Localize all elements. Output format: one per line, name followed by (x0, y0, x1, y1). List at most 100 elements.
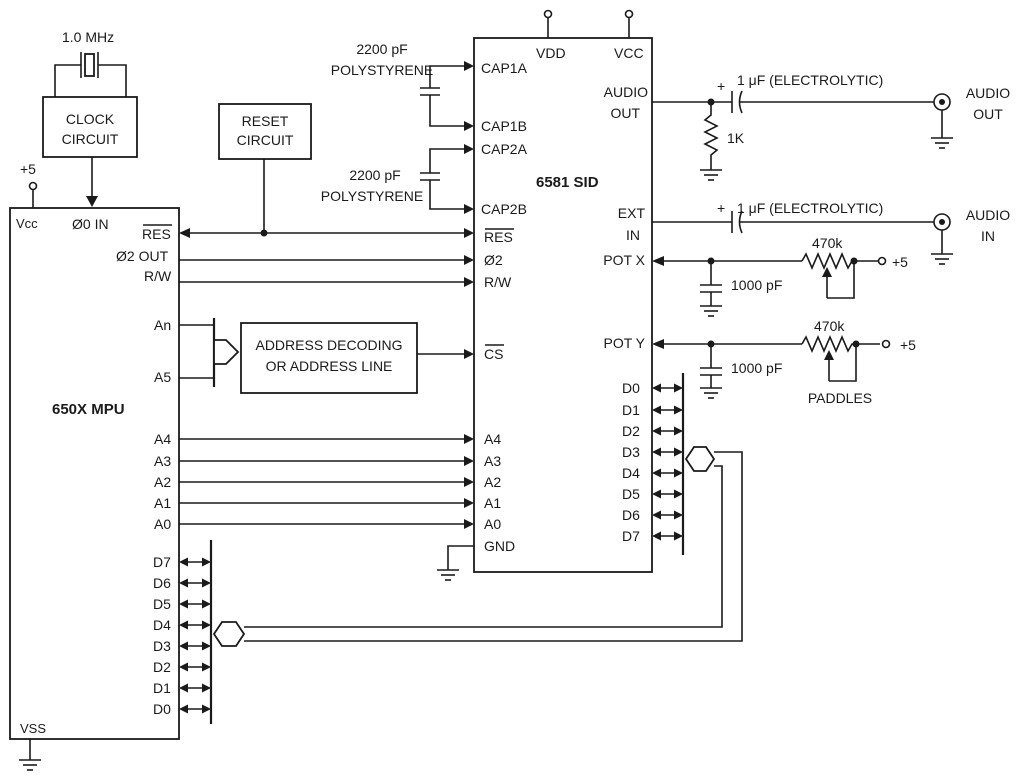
pot-y-cap-label: 1000 pF (731, 360, 782, 376)
mpu-res-label: RES (142, 226, 171, 242)
audio-in-jack-label-1: AUDIO (966, 207, 1010, 223)
mpu-ground-symbol (19, 739, 41, 771)
mpu-data-bus (179, 540, 246, 724)
sid-title: 6581 SID (536, 174, 599, 191)
audio-out-jack: AUDIO OUT (931, 85, 1010, 149)
mpu-d2-label: D2 (153, 659, 171, 675)
sid-cap1b-label: CAP1B (481, 118, 527, 134)
phi2-line (179, 255, 474, 265)
address-lines-a4-a0 (179, 434, 474, 529)
sid-cap2a-label: CAP2A (481, 141, 528, 157)
mpu-a1-label: A1 (154, 495, 171, 511)
audio-out-jack-label-1: AUDIO (966, 85, 1010, 101)
mpu-d1-label: D1 (153, 680, 171, 696)
sid-d7-label: D7 (622, 528, 640, 544)
address-decoder-box: ADDRESS DECODING OR ADDRESS LINE (240, 322, 418, 394)
audio-in-jack: AUDIO IN (931, 207, 1010, 265)
mpu-d7-label: D7 (153, 554, 171, 570)
mpu-d5-label: D5 (153, 596, 171, 612)
sid-a0-label: A0 (484, 516, 501, 532)
decoder-label-2: OR ADDRESS LINE (266, 358, 393, 374)
mpu-phi2-label: Ø2 OUT (116, 248, 169, 264)
reset-circuit-box: RESET CIRCUIT (218, 103, 312, 160)
sid-ground-symbol (437, 545, 474, 581)
cap2-type: POLYSTYRENE (321, 188, 423, 204)
sid-res-label: RES (484, 229, 513, 245)
pot-y-supply: +5 (900, 337, 916, 353)
mpu-d0-label: D0 (153, 701, 171, 717)
mpu-plus5-label: +5 (20, 161, 36, 177)
sid-vdd-terminal (543, 9, 553, 38)
cap1-type: POLYSTYRENE (331, 62, 433, 78)
sid-d1-label: D1 (622, 402, 640, 418)
sid-a2-label: A2 (484, 474, 501, 490)
sid-d2-label: D2 (622, 423, 640, 439)
cs-line (417, 349, 474, 359)
filter-cap-1: 2200 pF POLYSTYRENE (331, 41, 474, 131)
mpu-vcc-label: Vcc (16, 216, 38, 231)
sid-data-bus (652, 373, 716, 555)
address-bus-an-a5 (179, 318, 240, 387)
clock-label-2: CIRCUIT (62, 131, 119, 147)
sid-audio-out-label-1: AUDIO (604, 84, 648, 100)
pot-x-circuit: 1000 pF 470k +5 (652, 235, 908, 317)
sid-audio-out-label-2: OUT (610, 105, 640, 121)
sid-phi2-label: Ø2 (484, 252, 503, 268)
audio-out-cap-label: 1 μF (ELECTROLYTIC) (737, 72, 883, 88)
mpu-chip: 650X MPU Vcc Ø0 IN VSS RES Ø2 OUT R/W An… (9, 207, 180, 740)
audio-out-circuit: + 1 μF (ELECTROLYTIC) 1K (652, 72, 934, 181)
reset-label-2: CIRCUIT (237, 132, 294, 148)
pot-x-value: 470k (812, 235, 843, 251)
audio-out-cap-plus: + (717, 78, 725, 94)
sid-gnd-label: GND (484, 538, 515, 554)
sid-cap1a-label: CAP1A (481, 60, 528, 76)
pot-x-cap-label: 1000 pF (731, 277, 782, 293)
clock-circuit-box: CLOCK CIRCUIT (42, 96, 138, 158)
mpu-vss-label: VSS (20, 721, 46, 736)
res-line (179, 228, 474, 238)
sid-poty-label: POT Y (603, 335, 645, 351)
sid-vcc-label: VCC (614, 45, 644, 61)
sid-ext-label: EXT (618, 205, 646, 221)
resistor-1k-label: 1K (727, 130, 745, 146)
pot-x-supply: +5 (892, 254, 908, 270)
sid-chip: 6581 SID VDD VCC CAP1A CAP1B CAP2A CAP2B… (473, 37, 653, 573)
ext-in-cap-label: 1 μF (ELECTROLYTIC) (737, 200, 883, 216)
clock-arrow (86, 196, 98, 207)
mpu-an-label: An (154, 317, 171, 333)
sid-ext-in-label: IN (626, 227, 640, 243)
rw-line (179, 277, 474, 287)
mpu-d6-label: D6 (153, 575, 171, 591)
mpu-a0-label: A0 (154, 516, 171, 532)
sid-d3-label: D3 (622, 444, 640, 460)
mpu-rw-label: R/W (144, 268, 172, 284)
mpu-a3-label: A3 (154, 453, 171, 469)
clock-crystal: 1.0 MHz (54, 29, 127, 97)
decoder-label-1: ADDRESS DECODING (255, 337, 402, 353)
mpu-a4-label: A4 (154, 431, 171, 447)
sid-vcc-terminal (624, 9, 634, 38)
sid-cap2b-label: CAP2B (481, 201, 527, 217)
sid-d4-label: D4 (622, 465, 640, 481)
clock-label-1: CLOCK (66, 111, 115, 127)
data-bus-interconnect (244, 451, 743, 642)
cap2-value: 2200 pF (349, 167, 400, 183)
mpu-d4-label: D4 (153, 617, 171, 633)
ext-in-circuit: + 1 μF (ELECTROLYTIC) (652, 200, 934, 234)
sid-d5-label: D5 (622, 486, 640, 502)
reset-label-1: RESET (242, 113, 289, 129)
crystal-label: 1.0 MHz (62, 29, 114, 45)
cap1-value: 2200 pF (356, 41, 407, 57)
sid-potx-label: POT X (603, 252, 645, 268)
mpu-d3-label: D3 (153, 638, 171, 654)
sid-a1-label: A1 (484, 495, 501, 511)
sid-d0-label: D0 (622, 380, 640, 396)
audio-out-jack-label-2: OUT (973, 106, 1003, 122)
sid-cs-label: CS (484, 346, 503, 362)
ext-in-cap-plus: + (717, 200, 725, 216)
sid-rw-label: R/W (484, 274, 512, 290)
sid-d6-label: D6 (622, 507, 640, 523)
mpu-a2-label: A2 (154, 474, 171, 490)
pot-y-circuit: 1000 pF 470k +5 PADDLES (652, 318, 916, 406)
